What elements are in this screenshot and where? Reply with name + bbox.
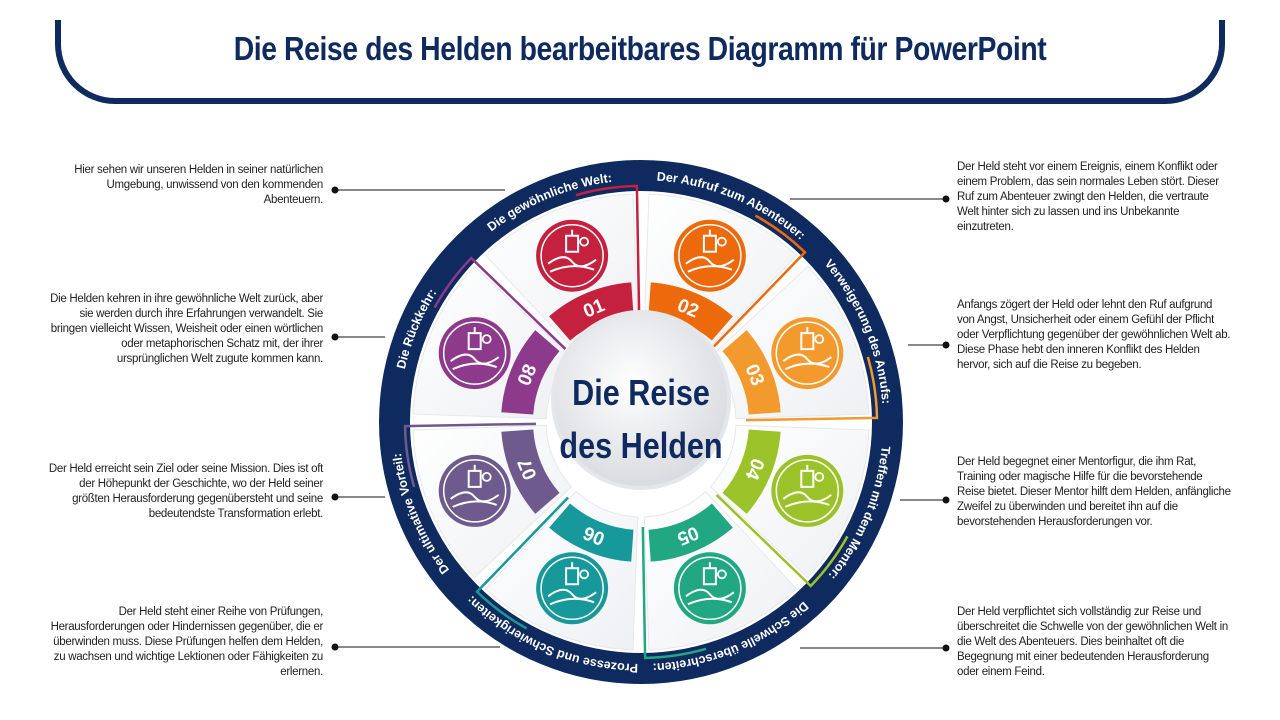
hero-on-path-icon <box>771 317 844 390</box>
segment-border <box>641 526 707 660</box>
segment-border <box>575 184 641 318</box>
connector-dot <box>331 333 339 341</box>
center-title-line1: Die Reise <box>572 374 710 414</box>
connector-dot <box>942 644 950 652</box>
connector-dot <box>942 195 950 203</box>
center-title-line2: des Helden <box>559 427 722 467</box>
hero-at-doorway-icon <box>673 219 746 292</box>
connector-dot <box>331 493 339 501</box>
number-tab <box>549 503 634 562</box>
segment-border <box>475 496 569 630</box>
number-tab <box>501 330 560 415</box>
center-circle <box>551 310 731 490</box>
landscape-icon <box>536 219 609 292</box>
description-01: Hier sehen wir unseren Helden in seiner … <box>74 164 323 206</box>
treasure-chest-icon <box>438 454 511 527</box>
header-frame <box>55 20 1225 104</box>
number-tab <box>501 429 560 514</box>
number-tab <box>722 429 781 514</box>
description-08: Die Helden kehren in ihre gewöhnliche We… <box>50 293 323 365</box>
connector-dot <box>942 341 950 349</box>
segment-border <box>403 422 537 488</box>
number-tab <box>549 282 634 341</box>
segment-border <box>715 494 849 588</box>
hiker-icon <box>438 317 511 390</box>
description-06: Der Held steht einer Reihe von Prüfungen… <box>50 606 324 678</box>
description-07: Der Held erreicht sein Ziel oder seine M… <box>48 463 323 520</box>
mentor-icon <box>771 454 844 527</box>
segment-border <box>433 256 567 350</box>
description-02: Der Held steht vor einem Ereignis, einem… <box>957 161 1219 233</box>
segment-border <box>713 214 807 348</box>
description-03: Anfangs zögert der Held oder lehnt den R… <box>957 299 1231 371</box>
description-05: Der Held verpflichtet sich vollständig z… <box>957 606 1228 678</box>
number-tab <box>648 282 733 341</box>
page-title: Die Reise des Helden bearbeitbares Diagr… <box>233 30 1047 67</box>
mountains-icon <box>536 552 609 625</box>
connector-dot <box>942 496 950 504</box>
number-tab <box>722 330 781 415</box>
segment-border <box>745 356 879 422</box>
number-tab <box>648 503 733 562</box>
connector-dot <box>331 186 339 194</box>
gate-icon <box>673 552 746 625</box>
connector-dot <box>331 643 339 651</box>
description-04: Der Held begegnet einer Mentorfigur, die… <box>957 456 1231 528</box>
